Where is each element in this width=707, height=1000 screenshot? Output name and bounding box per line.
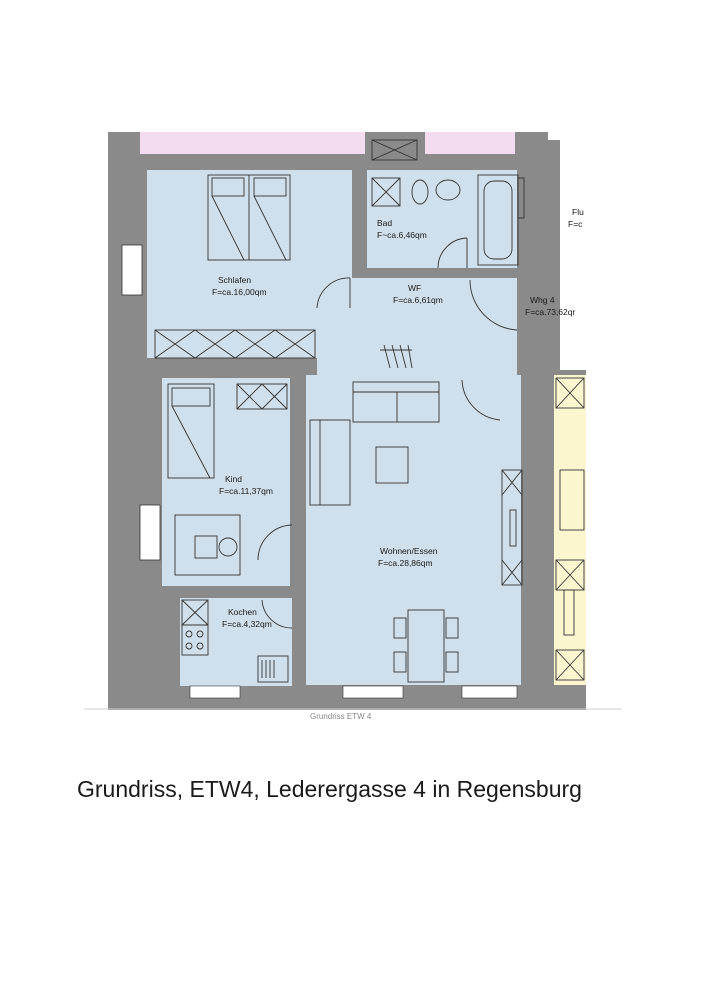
label-wf-name: WF — [408, 283, 421, 293]
label-schlafen-name: Schlafen — [218, 275, 251, 285]
room-kochen — [180, 598, 292, 686]
label-schlafen-area: F=ca.16,00qm — [212, 287, 267, 297]
label-kind-name: Kind — [225, 474, 242, 484]
label-kochen-area: F=ca.4,32qm — [222, 619, 272, 629]
label-kind-area: F=ca.11,37qm — [219, 486, 273, 496]
page-heading: Grundriss, ETW4, Lederergasse 4 in Regen… — [77, 776, 582, 802]
window-schlafen — [121, 244, 143, 296]
neighbor-area-top-right — [425, 132, 515, 154]
label-wohnen-name: Wohnen/Essen — [380, 546, 438, 556]
label-flur-area: F=c — [568, 219, 583, 229]
sofa — [352, 381, 440, 423]
toilet — [411, 179, 429, 205]
shower-tray — [371, 177, 401, 207]
bathtub — [477, 174, 519, 266]
dining-table — [407, 609, 445, 683]
label-kochen-name: Kochen — [228, 607, 257, 617]
sink — [435, 179, 461, 201]
desk-kind — [174, 514, 241, 576]
plan-caption: Grundriss ETW 4 — [310, 712, 372, 721]
window-kind — [139, 504, 161, 561]
armchair — [309, 419, 351, 506]
label-wf-area: F=ca.6,61qm — [393, 295, 443, 305]
label-whg-name: Whg 4 — [530, 295, 555, 305]
label-bad-name: Bad — [377, 218, 392, 228]
label-whg-area: F=ca.73,62qr — [525, 307, 575, 317]
label-flur-name: Flu — [572, 207, 584, 217]
label-bad-area: F~ca.6,46qm — [377, 230, 427, 240]
window-wohnen-1 — [342, 685, 404, 699]
single-bed — [167, 383, 215, 479]
window-kochen — [189, 685, 241, 699]
room-wohnen — [306, 375, 521, 685]
neighbor-area-top — [140, 132, 365, 154]
room-kind — [162, 378, 290, 586]
outside-white-right — [560, 140, 600, 370]
label-wohnen-area: F=ca.28,86qm — [378, 558, 433, 568]
sideboard — [501, 469, 523, 586]
window-wohnen-2 — [461, 685, 518, 699]
coffee-table — [375, 446, 409, 484]
